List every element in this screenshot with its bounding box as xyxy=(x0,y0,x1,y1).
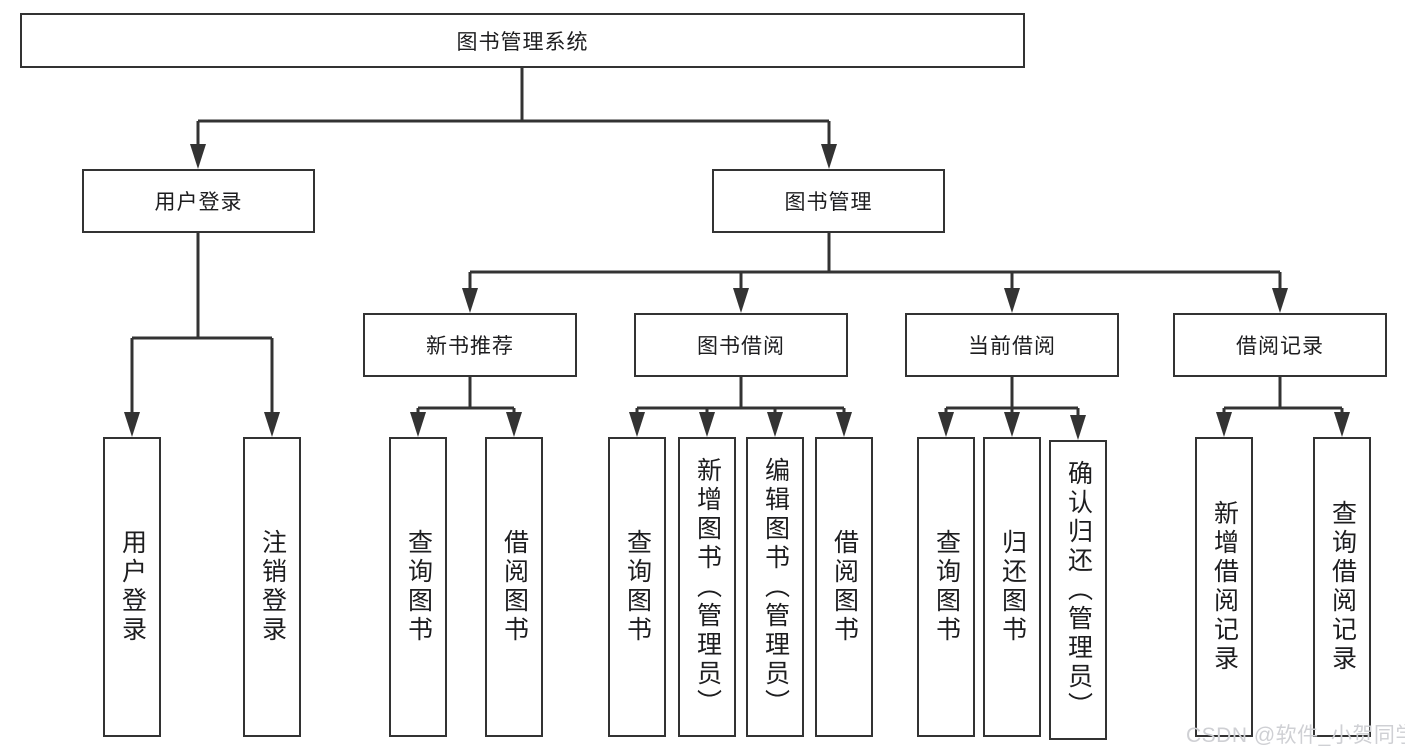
connector-bookmgmt-to-level3 xyxy=(468,233,1282,291)
arrow-icon xyxy=(506,412,522,437)
connector-userlogin-to-leaves xyxy=(130,233,274,414)
arrow-icon xyxy=(767,412,783,437)
leaf-add-books-admin: 新增图书（管理员） xyxy=(678,437,736,737)
leaf-query-books-recommend: 查询图书 xyxy=(389,437,447,737)
leaf-user-login: 用户登录 xyxy=(103,437,161,737)
arrow-icon xyxy=(699,412,715,437)
node-book-management: 图书管理 xyxy=(712,169,945,233)
arrow-icon xyxy=(410,412,426,437)
arrow-icon xyxy=(1216,412,1232,437)
arrow-icon xyxy=(462,288,478,313)
connector-newbooks-to-leaves xyxy=(416,377,516,414)
arrow-icon xyxy=(124,412,140,437)
arrow-icon xyxy=(264,412,280,437)
node-user-login: 用户登录 xyxy=(82,169,315,233)
connector-current-to-leaves xyxy=(944,377,1080,417)
arrow-icon xyxy=(1070,415,1086,440)
node-current-borrow: 当前借阅 xyxy=(905,313,1119,377)
connector-root-to-level2 xyxy=(196,68,831,147)
leaf-query-books-current: 查询图书 xyxy=(917,437,975,737)
arrow-icon xyxy=(1334,412,1350,437)
arrow-icon xyxy=(733,288,749,313)
node-borrow-records: 借阅记录 xyxy=(1173,313,1387,377)
leaf-add-borrow-record: 新增借阅记录 xyxy=(1195,437,1253,737)
leaf-borrow-books-recommend: 借阅图书 xyxy=(485,437,543,737)
leaf-confirm-return-admin: 确认归还（管理员） xyxy=(1049,440,1107,740)
connector-records-to-leaves xyxy=(1222,377,1344,414)
arrow-icon xyxy=(938,412,954,437)
node-root-system: 图书管理系统 xyxy=(20,13,1025,68)
arrow-icon xyxy=(1004,412,1020,437)
connector-borrowing-to-leaves xyxy=(635,377,846,414)
leaf-query-books-borrow: 查询图书 xyxy=(608,437,666,737)
node-new-book-recommend: 新书推荐 xyxy=(363,313,577,377)
arrow-icon xyxy=(1004,288,1020,313)
leaf-logout: 注销登录 xyxy=(243,437,301,737)
arrow-icon xyxy=(1272,288,1288,313)
arrow-icon xyxy=(190,144,206,169)
leaf-return-books: 归还图书 xyxy=(983,437,1041,737)
watermark: CSDN @软件_小贺同学 xyxy=(1186,724,1405,747)
arrowheads xyxy=(124,144,1350,440)
leaf-query-borrow-record: 查询借阅记录 xyxy=(1313,437,1371,737)
leaf-edit-books-admin: 编辑图书（管理员） xyxy=(746,437,804,737)
arrow-icon xyxy=(629,412,645,437)
arrow-icon xyxy=(821,144,837,169)
node-book-borrow: 图书借阅 xyxy=(634,313,848,377)
leaf-borrow-books-borrow: 借阅图书 xyxy=(815,437,873,737)
arrow-icon xyxy=(836,412,852,437)
